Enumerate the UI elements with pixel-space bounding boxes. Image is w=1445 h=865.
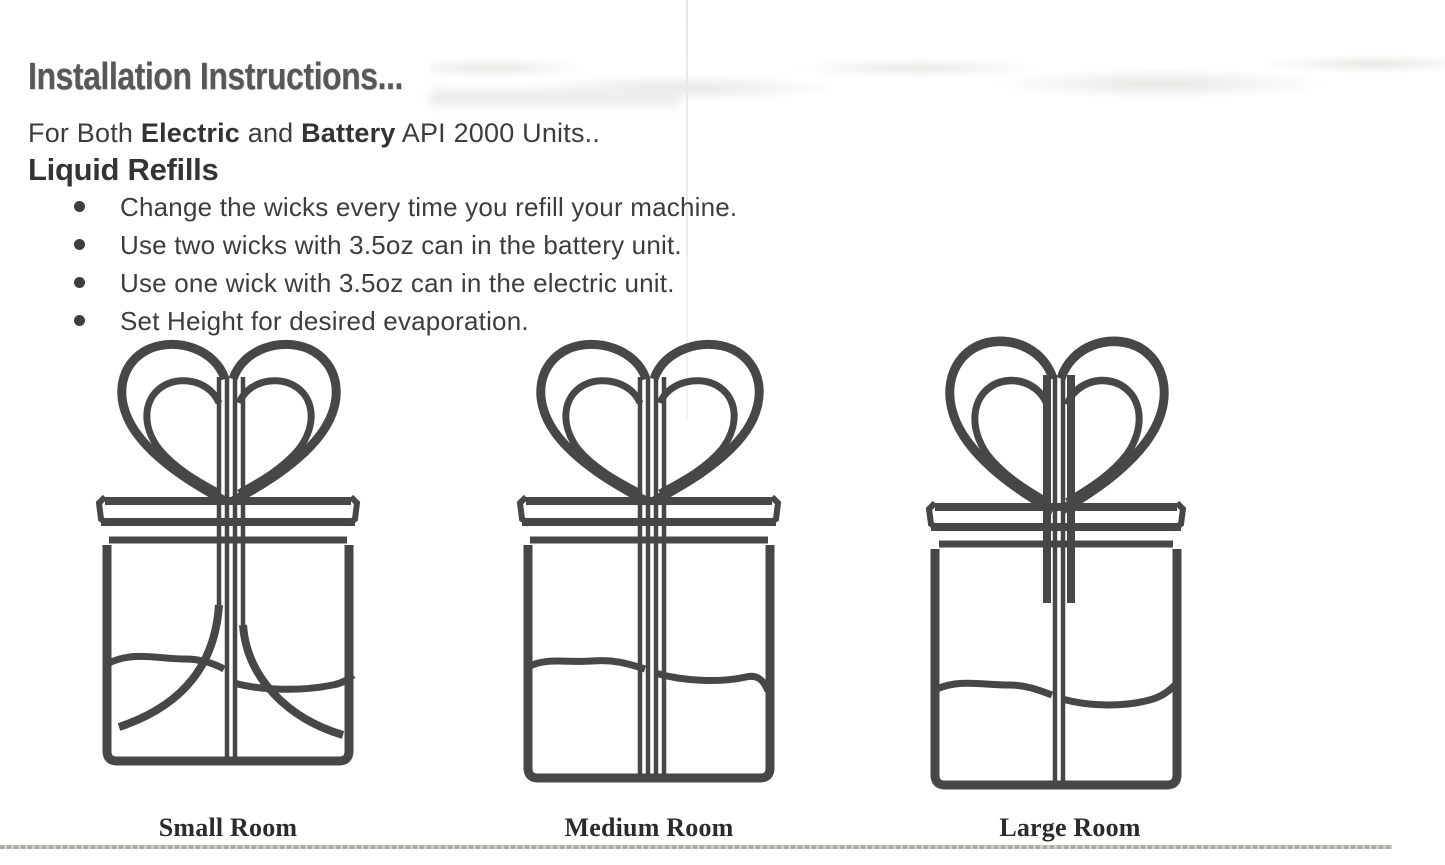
scan-smudge (430, 90, 680, 106)
bottom-rule (0, 845, 1392, 849)
jar-with-folded-wicks-set-high-icon (925, 336, 1187, 790)
scan-fold-line (686, 0, 688, 420)
figure-medium-room: Medium Room (513, 333, 785, 842)
jar-rim (95, 494, 361, 544)
wick-heart-loops (536, 339, 764, 505)
figure-caption: Medium Room (564, 813, 734, 842)
jar-body (102, 545, 354, 766)
section-title: Liquid Refills (28, 152, 219, 187)
jar-rim (925, 500, 1187, 548)
liquid-level-line (107, 652, 356, 693)
figure-caption: Small Room (158, 813, 298, 842)
wick-heart-loops (117, 339, 341, 505)
jar-with-folded-wicks-set-low-icon (95, 339, 361, 766)
intro-electric: Electric (140, 118, 241, 148)
figure-small-room: Small Room (92, 333, 364, 842)
liquid-level-line (526, 657, 772, 693)
wick-strands (1043, 375, 1075, 781)
page-title: Installation Instructions... (28, 56, 403, 98)
jar-rim (516, 494, 782, 544)
figure-caption: Large Room (999, 813, 1141, 842)
jar-body (523, 545, 775, 783)
jar-with-folded-wicks-set-middle-icon (516, 339, 782, 783)
wick-heart-loops (945, 336, 1169, 515)
intro-line: For Both Electric and Battery API 2000 U… (28, 118, 600, 149)
bullet-item: Set Height for desired evaporation. (70, 306, 737, 337)
jar-body (930, 549, 1182, 790)
intro-post: API 2000 Units.. (395, 118, 601, 148)
bullet-item: Use one wick with 3.5oz can in the elect… (70, 268, 737, 299)
intro-and: and (240, 118, 302, 148)
bullet-list: Change the wicks every time you refill y… (70, 192, 737, 344)
liquid-level-line (935, 679, 1180, 709)
bullet-item: Change the wicks every time you refill y… (70, 192, 737, 223)
wick-strands (637, 377, 667, 774)
scan-noise-artifact (430, 40, 1445, 120)
bullet-item: Use two wicks with 3.5oz can in the batt… (70, 230, 737, 261)
figure-large-room: Large Room (920, 335, 1192, 842)
intro-pre: For Both (28, 118, 141, 148)
intro-battery: Battery (301, 118, 396, 148)
